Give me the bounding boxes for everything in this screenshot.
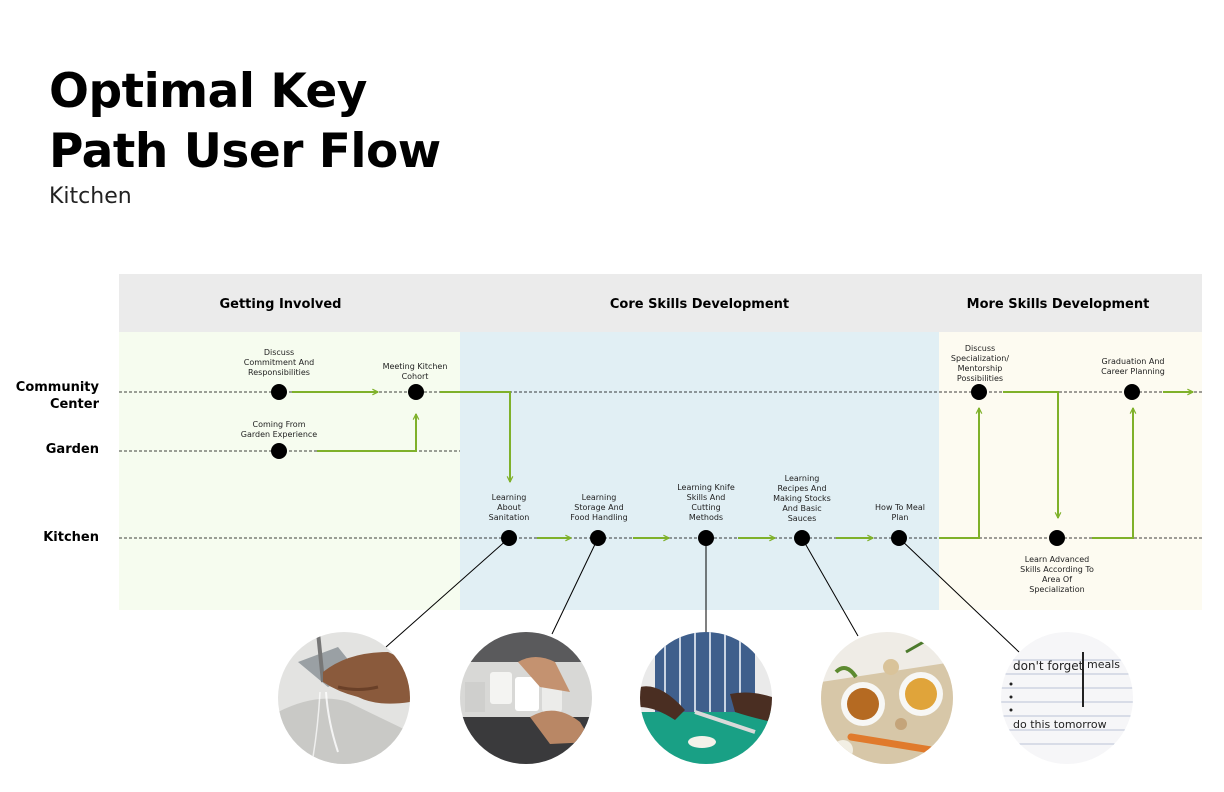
- phase-label-more-skills: More Skills Development: [966, 297, 1150, 312]
- node-discuss-commitment: [271, 384, 287, 400]
- step-label-storage: Learning Storage And Food Handling: [570, 493, 628, 522]
- arrow-specialization-to-advanced: [1003, 391, 1058, 518]
- note-text-do-this-tomorrow: do this tomorrow: [1013, 718, 1107, 731]
- step-label-graduation: Graduation And Career Planning: [1101, 357, 1165, 376]
- node-graduation: [1124, 384, 1140, 400]
- lane-label-community-center: Community Center: [16, 379, 99, 413]
- arrow-advanced-to-graduation: [1092, 408, 1133, 539]
- lane-label-garden: Garden: [45, 442, 99, 457]
- phase-core-skills-area: [460, 332, 939, 610]
- connector-recipes-photo: [801, 537, 859, 637]
- phase-more-skills-area: [939, 332, 1202, 610]
- title-line-1: Optimal Key: [49, 64, 367, 119]
- lane-label-community-line1: Community: [15, 380, 99, 395]
- node-knife-skills: [698, 530, 714, 546]
- node-sanitation: [501, 530, 517, 546]
- stocks-and-sauces-photo: [821, 632, 953, 764]
- connector-sanitation-photo: [385, 537, 510, 648]
- lane-label-kitchen: Kitchen: [43, 530, 99, 545]
- arrow-garden-to-cohort: [317, 414, 416, 452]
- phase-label-getting-involved: Getting Involved: [219, 297, 342, 312]
- step-label-advanced-skills: Learn Advanced Skills According To Area …: [1020, 555, 1094, 594]
- node-meal-plan: [891, 530, 907, 546]
- step-label-meeting-cohort: Meeting Kitchen Cohort: [382, 362, 448, 381]
- step-label-knife-skills: Learning Knife Skills And Cutting Method…: [677, 483, 735, 522]
- node-storage: [590, 530, 606, 546]
- step-label-meal-plan: How To Meal Plan: [875, 503, 925, 522]
- node-coming-from-garden: [271, 443, 287, 459]
- lane-label-community-line2: Center: [49, 397, 99, 412]
- node-advanced-skills: [1049, 530, 1065, 546]
- phase-label-core-skills: Core Skills Development: [609, 297, 790, 312]
- node-recipes: [794, 530, 810, 546]
- hand-washing-photo: [278, 632, 410, 764]
- node-meeting-cohort: [408, 384, 424, 400]
- step-label-specialization: Discuss Specialization/ Mentorship Possi…: [950, 344, 1010, 383]
- arrow-cohort-to-sanitation: [440, 391, 510, 482]
- phase-header-band: [119, 274, 1202, 332]
- step-label-recipes: Learning Recipes And Making Stocks And B…: [773, 474, 831, 523]
- food-storage-photo: [460, 632, 592, 764]
- arrow-mealplan-to-specialization: [939, 408, 979, 539]
- connector-mealplan-photo: [898, 537, 1020, 653]
- title-line-2: Path User Flow: [49, 124, 441, 179]
- note-text-meals: meals: [1087, 658, 1120, 671]
- page-subtitle: Kitchen: [49, 184, 132, 209]
- phase-getting-involved-area: [119, 332, 460, 610]
- connector-storage-photo: [551, 537, 599, 635]
- step-label-coming-from-garden: Coming From Garden Experience: [240, 420, 318, 439]
- note-text-dont-forget: don't forget: [1013, 659, 1084, 673]
- page-title: Optimal Key Path User Flow: [49, 62, 569, 182]
- step-label-sanitation: Learning About Sanitation: [488, 493, 530, 522]
- step-label-discuss-commitment: Discuss Commitment And Responsibilities: [243, 348, 315, 377]
- node-specialization: [971, 384, 987, 400]
- meal-plan-notes-photo: don't forget meals do this tomorrow: [1001, 632, 1133, 764]
- knife-cutting-photo: [640, 632, 772, 764]
